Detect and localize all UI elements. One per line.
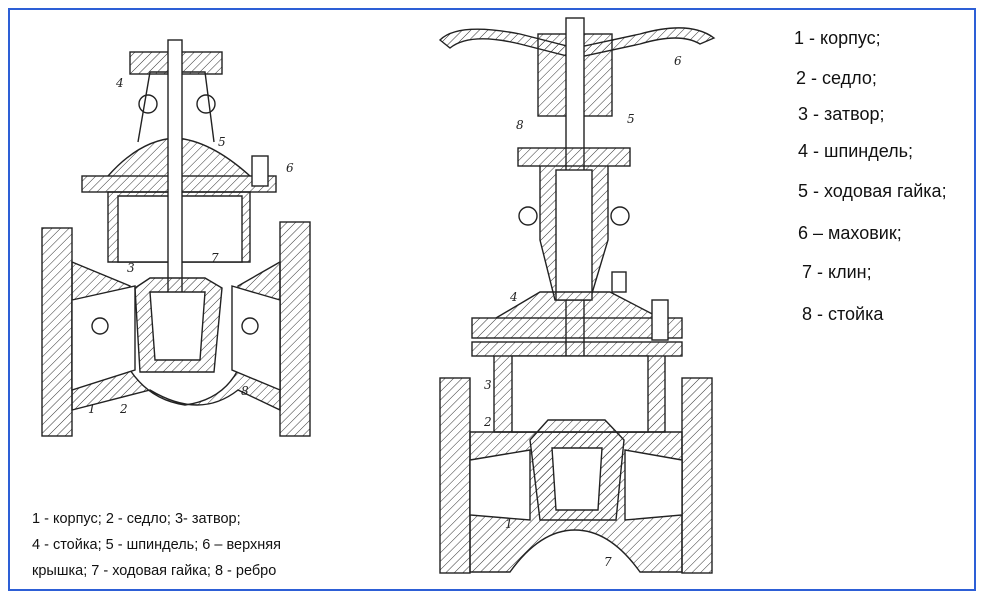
caption-line-2: 4 - стойка; 5 - шпиндель; 6 – верхняя bbox=[32, 537, 281, 553]
right-callout-4: 4 bbox=[509, 290, 518, 304]
left-callout-8: 8 bbox=[241, 384, 249, 398]
caption-line-1: 1 - корпус; 2 - седло; 3- затвор; bbox=[32, 511, 241, 527]
right-callout-2: 2 bbox=[483, 415, 492, 429]
left-callout-2: 2 bbox=[119, 402, 128, 416]
right-callout-3: 3 bbox=[484, 378, 492, 392]
left-callout-3: 3 bbox=[127, 261, 135, 275]
legend-item-7: 7 - клин; bbox=[802, 262, 872, 282]
right-callout-7: 7 bbox=[604, 555, 612, 569]
legend-item-6: 6 – маховик; bbox=[798, 223, 902, 243]
left-callout-4: 4 bbox=[115, 76, 124, 90]
right-callout-8: 8 bbox=[516, 118, 524, 132]
legend-item-1: 1 - корпус; bbox=[794, 28, 881, 48]
legend-item-3: 3 - затвор; bbox=[798, 104, 885, 124]
legend-item-5: 5 - ходовая гайка; bbox=[798, 181, 947, 201]
right-callout-6: 6 bbox=[674, 54, 682, 68]
right-valve-callouts: 1 2 3 4 5 6 7 8 bbox=[483, 54, 682, 569]
caption-line-3: крышка; 7 - ходовая гайка; 8 - ребро bbox=[32, 563, 277, 579]
legend-item-8: 8 - стойка bbox=[802, 304, 884, 324]
legend-item-2: 2 - седло; bbox=[796, 68, 877, 88]
left-valve-callouts: 1 2 3 4 5 6 7 8 bbox=[88, 76, 294, 416]
left-callout-7: 7 bbox=[211, 251, 219, 265]
left-valve-drawing bbox=[41, 39, 311, 437]
right-callout-5: 5 bbox=[627, 112, 635, 126]
left-caption: 1 - корпус; 2 - седло; 3- затвор; 4 - ст… bbox=[32, 506, 362, 584]
left-callout-5: 5 bbox=[218, 135, 226, 149]
left-callout-6: 6 bbox=[286, 161, 294, 175]
left-callout-1: 1 bbox=[88, 402, 96, 416]
right-callout-1: 1 bbox=[505, 517, 513, 531]
legend-item-4: 4 - шпиндель; bbox=[798, 141, 913, 161]
right-valve-drawing bbox=[438, 17, 716, 574]
